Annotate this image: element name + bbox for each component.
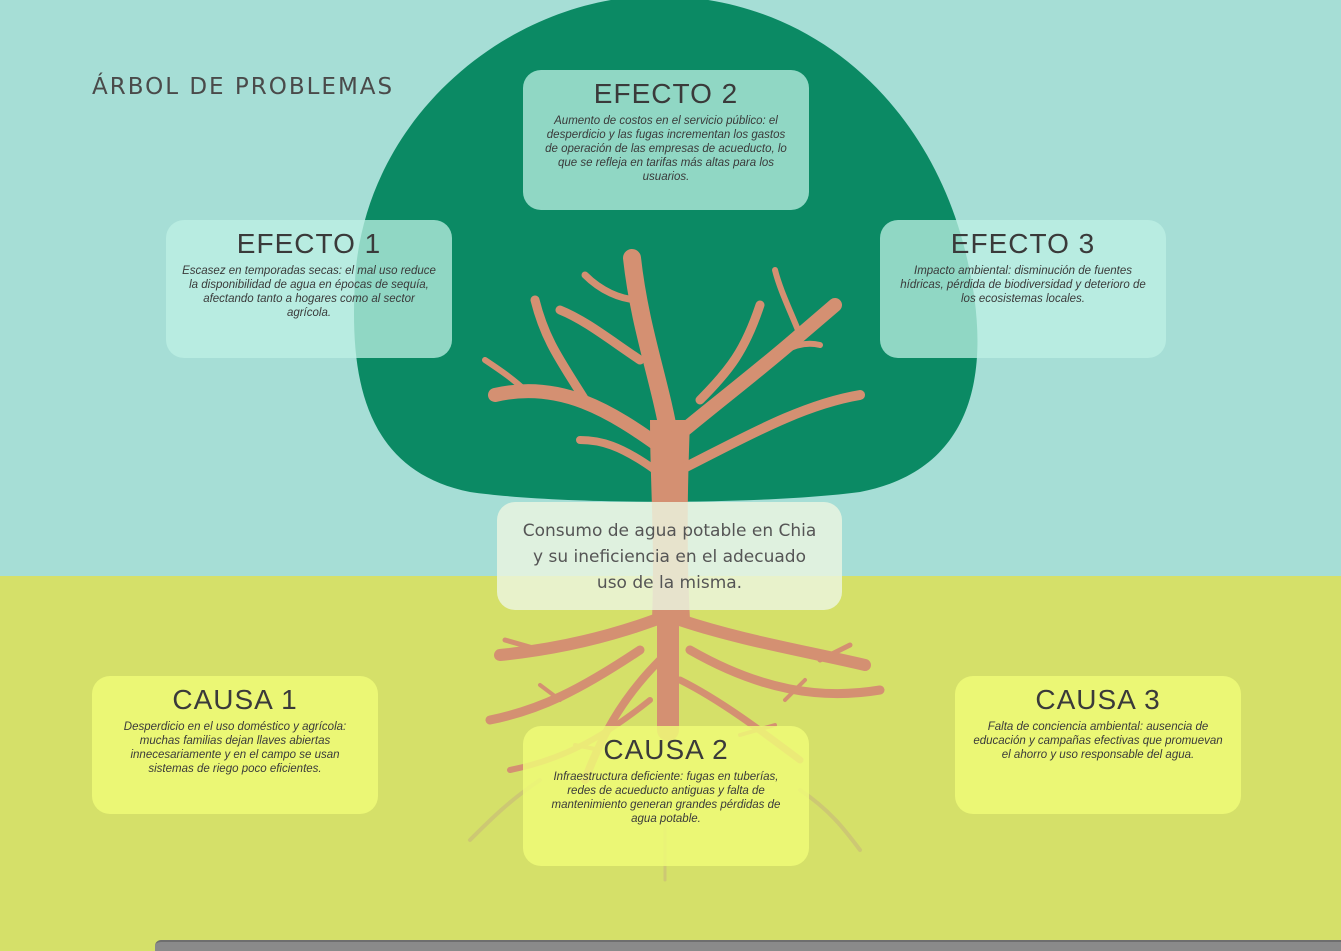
effect-1-heading: EFECTO 1	[236, 228, 382, 259]
cause-1-card: CAUSA 1 Desperdicio en el uso doméstico …	[92, 676, 378, 814]
central-problem-card: Consumo de agua potable en Chia y su ine…	[497, 502, 842, 610]
tree-roots	[485, 589, 885, 784]
effect-2-text: Aumento de costos en el servicio público…	[545, 115, 787, 183]
diagram-title: ÁRBOL DE PROBLEMAS	[92, 74, 395, 100]
cause-3-card: CAUSA 3 Falta de conciencia ambiental: a…	[955, 676, 1241, 814]
central-problem-text: Consumo de agua potable en Chia y su ine…	[522, 521, 817, 593]
cause-1-text: Desperdicio en el uso doméstico y agríco…	[123, 721, 347, 775]
effect-3-heading: EFECTO 3	[950, 228, 1096, 259]
effect-2-card: EFECTO 2 Aumento de costos en el servici…	[523, 70, 809, 210]
effect-3-text: Impacto ambiental: disminución de fuente…	[900, 265, 1146, 305]
cause-3-heading: CAUSA 3	[1035, 684, 1161, 715]
tree-branches	[482, 249, 865, 475]
effect-1-text: Escasez en temporadas secas: el mal uso …	[182, 265, 436, 319]
effect-2-heading: EFECTO 2	[593, 78, 739, 109]
cause-2-text: Infraestructura deficiente: fugas en tub…	[551, 771, 781, 825]
cause-2-card: CAUSA 2 Infraestructura deficiente: fuga…	[523, 726, 809, 866]
bottom-scroll-bar[interactable]	[155, 940, 1341, 951]
effect-1-card: EFECTO 1 Escasez en temporadas secas: el…	[166, 220, 452, 358]
cause-1-heading: CAUSA 1	[172, 684, 298, 715]
effect-3-card: EFECTO 3 Impacto ambiental: disminución …	[880, 220, 1166, 358]
cause-3-text: Falta de conciencia ambiental: ausencia …	[973, 721, 1223, 761]
cause-2-heading: CAUSA 2	[603, 734, 729, 765]
